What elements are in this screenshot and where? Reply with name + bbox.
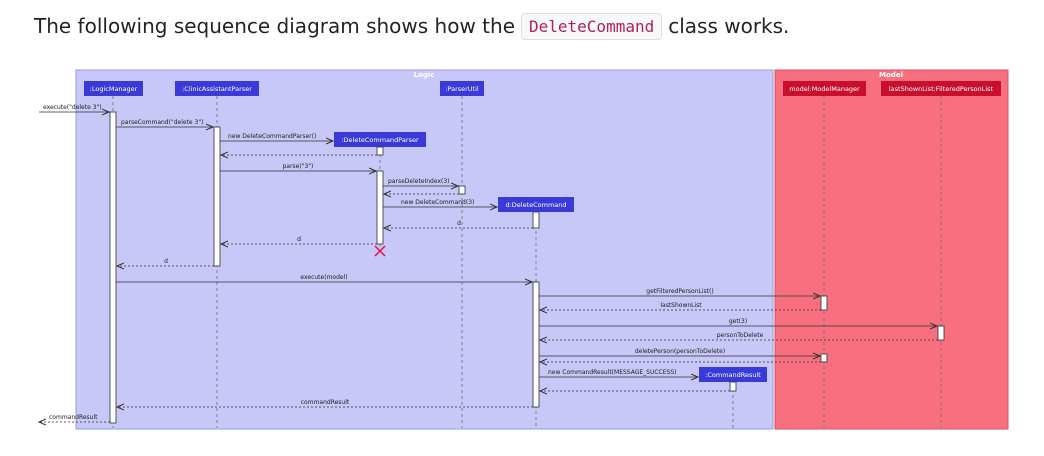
heading-text-after: class works. (668, 14, 790, 38)
label-delete-person: deletePerson(personToDelete) (635, 348, 725, 355)
heading-text-before: The following sequence diagram shows how… (34, 14, 515, 38)
label-get-filtered: getFilteredPersonList() (646, 288, 713, 295)
label-new-result: new CommandResult(MESSAGE_SUCCESS) (548, 369, 677, 376)
participant-parser-box (175, 81, 259, 96)
activation-model-manager-1 (820, 295, 828, 311)
model-group-label: Model (879, 71, 903, 79)
activation-delete-parser-1 (376, 146, 384, 156)
activation-delete-command-2 (532, 281, 540, 408)
participant-command-result: :CommandResult (705, 371, 761, 379)
activation-parser-util (458, 185, 466, 195)
participant-command-result-box (699, 367, 767, 382)
activation-logic-manager (109, 111, 117, 424)
participant-parser: :ClinicAssistantParser (182, 85, 252, 93)
logic-group-box (75, 69, 774, 430)
participant-shown-list-box (881, 81, 1001, 96)
label-parse: parse("3") (283, 163, 314, 170)
label-execute-model: execute(model) (300, 274, 347, 281)
participant-model-manager: model:ModelManager (789, 85, 860, 93)
participant-parser-util: :ParserUtil (445, 85, 479, 93)
activation-command-result (729, 381, 737, 392)
participant-logic-manager-box (84, 81, 143, 96)
participant-parser-util-box (440, 81, 484, 96)
intro-heading: The following sequence diagram shows how… (34, 9, 789, 43)
participant-shown-list: lastShownList:FilteredPersonList (889, 85, 994, 93)
activation-parser (213, 126, 221, 267)
activation-model-manager-2 (820, 353, 828, 363)
label-return-result-out: commandResult (49, 414, 98, 421)
label-return-d-parser: d (297, 236, 301, 243)
activation-delete-parser-2 (376, 170, 384, 245)
activation-shown-list (937, 325, 945, 341)
class-name-code: DeleteCommand (521, 12, 663, 40)
destroy-delete-parser-icon (374, 245, 386, 257)
label-new-parser: new DeleteCommandParser() (228, 133, 316, 140)
label-return-d-logic: d (164, 258, 168, 265)
label-last-shown: lastShownList (660, 302, 702, 309)
label-get3: get(3) (729, 318, 747, 325)
label-new-command: new DeleteCommand(3) (401, 199, 474, 206)
participant-delete-command-box (498, 197, 574, 212)
label-parse-command: parseCommand("delete 3") (121, 119, 203, 126)
participant-delete-command: d:DeleteCommand (505, 201, 566, 209)
label-return-d-command: d (457, 220, 461, 227)
participant-model-manager-box (783, 81, 866, 96)
logic-group-label: Logic (414, 71, 435, 79)
participant-logic-manager: :LogicManager (90, 85, 138, 93)
label-return-result: commandResult (301, 399, 350, 406)
participant-delete-parser: :DeleteCommandParser (341, 136, 419, 144)
participant-delete-parser-box (334, 132, 426, 147)
activation-delete-command-1 (532, 211, 540, 229)
label-execute-in: execute("delete 3") (43, 104, 102, 111)
label-parse-index: parseDeleteIndex(3) (388, 178, 450, 185)
model-group-box (774, 69, 1009, 430)
label-person-to-delete: personToDelete (717, 332, 764, 339)
